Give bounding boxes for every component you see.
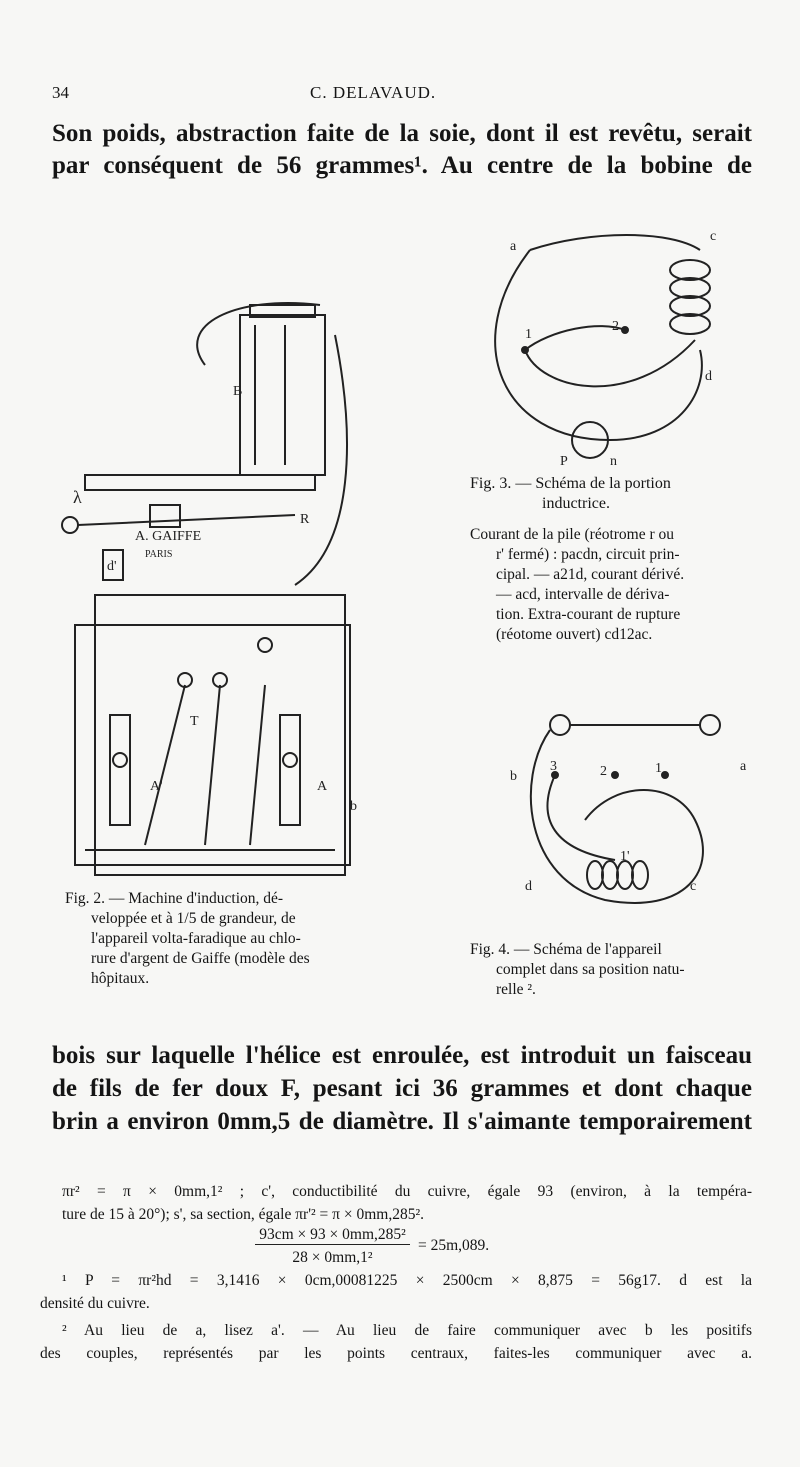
note-line: πr² = π × 0mm,1² ; c', conductibilité du… [62,1183,752,1200]
fraction-result: = 25m,089. [418,1237,490,1254]
body-line: Son poids, abstraction faite de la soie,… [52,120,752,147]
svg-text:a: a [510,239,517,254]
svg-text:A': A' [150,779,163,794]
running-title: C. DELAVAUD. [310,83,437,102]
footnote-1-cont: densité du cuivre. [40,1295,150,1312]
svg-text:d: d [525,879,532,894]
svg-text:b: b [510,769,517,784]
fig2-induction-machine-drawing: A. GAIFFE PARIS B R T A' A b λ d' [61,302,357,876]
svg-text:2: 2 [600,764,607,779]
fig3-legend: Courant de la pile (réotrome r ou r' fer… [470,526,685,643]
footnote-1: ¹ P = πr²hd = 3,1416 × 0cm,00081225 × 25… [62,1272,752,1289]
footnote-2: ² Au lieu de a, lisez a'. — Au lieu de f… [62,1322,752,1339]
svg-text:c: c [690,879,696,894]
svg-text:1: 1 [525,327,532,342]
svg-text:1': 1' [620,849,630,864]
svg-text:c: c [710,229,716,244]
svg-text:b: b [350,799,357,814]
footnote-2-cont: des couples, représentés par les points … [40,1345,752,1362]
body-line: de fils de fer doux F, pesant ici 36 gra… [52,1075,752,1102]
fig3-caption: Fig. 3. — Schéma de la portion inductric… [470,475,671,512]
svg-text:R: R [300,512,310,527]
body-line: par conséquent de 56 grammes¹. Au centre… [52,152,752,179]
fraction-numerator: 93cm × 93 × 0mm,285² [255,1226,410,1245]
fig2-label-B: B [233,384,242,399]
body-line: bois sur laquelle l'hélice est enroulée,… [52,1042,752,1069]
svg-text:PARIS: PARIS [145,549,172,560]
svg-text:d: d [705,369,712,384]
svg-text:d': d' [107,559,117,574]
svg-text:2: 2 [612,319,619,334]
fig2-caption: Fig. 2. — Machine d'induction, dé- velop… [65,890,310,987]
body-line: brin a environ 0mm,5 de diamètre. Il s'a… [52,1108,752,1135]
fig2-label-maker: A. GAIFFE [135,529,201,544]
fig4-caption: Fig. 4. — Schéma de l'appareil complet d… [470,941,685,998]
page-number: 34 [52,83,69,102]
svg-text:3: 3 [550,759,557,774]
fig4-complete-apparatus-schema: b a 3 2 1 d c 1' [510,714,747,904]
svg-text:A: A [317,779,328,794]
svg-text:1: 1 [655,761,662,776]
svg-text:λ: λ [73,487,82,507]
svg-text:a: a [740,759,747,774]
svg-text:T: T [190,714,199,729]
svg-text:P: P [560,454,568,469]
svg-text:n: n [610,454,617,469]
note-line: ture de 15 à 20°); s', sa section, égale… [62,1206,424,1223]
fraction-denominator: 28 × 0mm,1² [292,1249,373,1266]
